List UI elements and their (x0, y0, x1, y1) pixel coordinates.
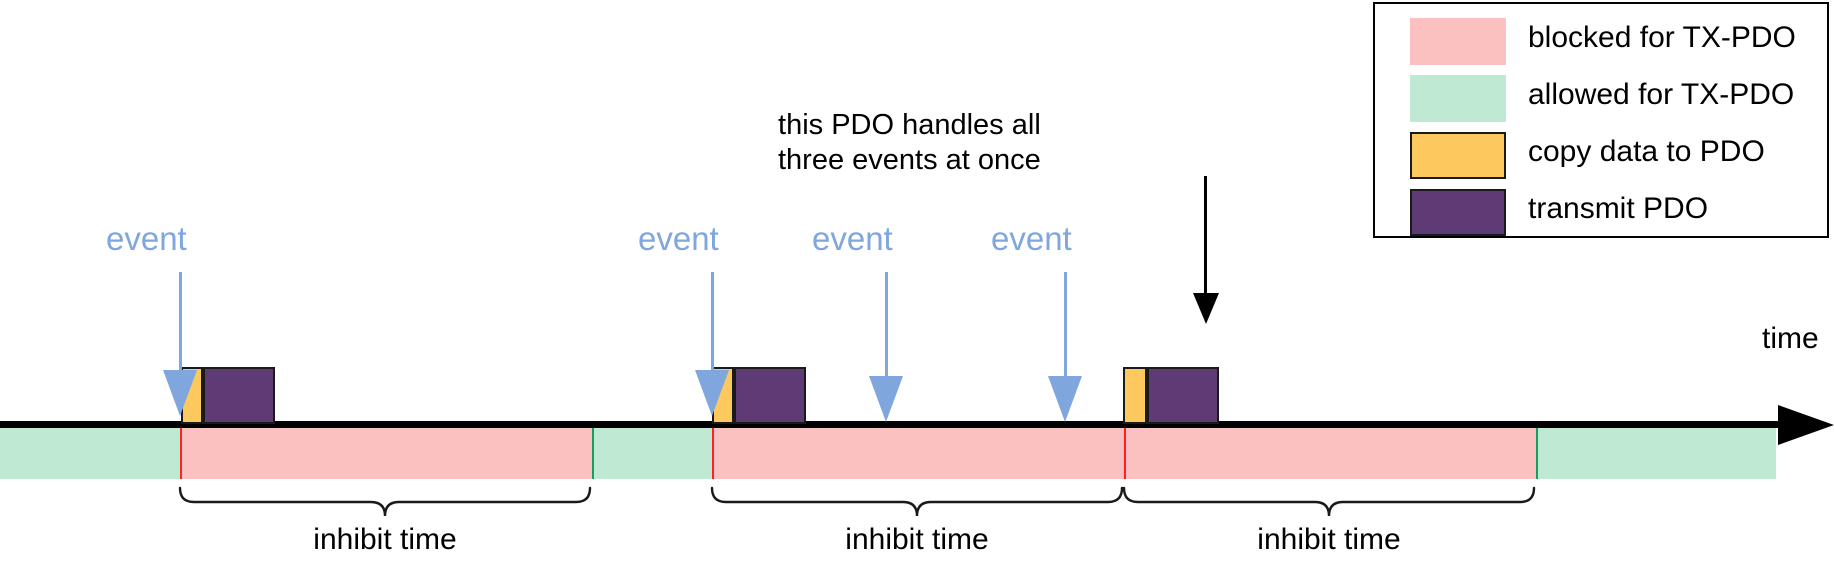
copy-data-block (1123, 367, 1147, 424)
event-arrowhead-icon (695, 370, 729, 416)
event-leader-line (179, 272, 182, 372)
legend-item: transmit PDO (1375, 183, 1827, 236)
event-label: event (638, 220, 719, 257)
separator-line-red (180, 428, 182, 479)
annotation-line-1: this PDO handles all (778, 109, 1041, 141)
time-axis-arrowhead-icon (1778, 405, 1834, 445)
time-axis-label: time (1762, 322, 1819, 355)
event-leader-line (885, 272, 888, 376)
annotation-text: this PDO handles all three events at onc… (778, 108, 1041, 178)
inhibit-time-label: inhibit time (1257, 523, 1401, 556)
event-arrowhead-icon (869, 376, 903, 422)
inhibit-time-brace (1122, 486, 1536, 518)
separator-line-green (592, 428, 594, 479)
inhibit-time-brace (710, 486, 1124, 518)
legend-item: allowed for TX-PDO (1375, 69, 1827, 122)
inhibit-time-label: inhibit time (313, 523, 457, 556)
legend-item-label: allowed for TX-PDO (1528, 78, 1795, 111)
annotation-line-2: three events at once (778, 144, 1041, 176)
inhibit-time-brace (178, 486, 592, 518)
separator-line-red (712, 428, 714, 479)
separator-line-red (1124, 428, 1126, 479)
event-arrowhead-icon (163, 370, 197, 416)
event-label: event (106, 220, 187, 257)
blocked-swatch (1410, 18, 1506, 65)
annotation-arrowhead-icon (1193, 293, 1219, 324)
time-axis-line (0, 421, 1790, 428)
event-leader-line (1064, 272, 1067, 376)
band-segment-allowed (1536, 428, 1776, 479)
transmit-swatch (1410, 189, 1506, 236)
separator-line-green (1536, 428, 1538, 479)
annotation-leader-line (1204, 176, 1207, 298)
band-segment-allowed (0, 428, 180, 479)
allowed-swatch (1410, 75, 1506, 122)
event-arrowhead-icon (1048, 376, 1082, 422)
event-label: event (812, 220, 893, 257)
transmit-pdo-block (203, 367, 275, 424)
event-leader-line (711, 272, 714, 372)
copy-swatch (1410, 132, 1506, 179)
legend-item: copy data to PDO (1375, 126, 1827, 179)
legend-item-label: blocked for TX-PDO (1528, 21, 1796, 54)
inhibit-time-label: inhibit time (845, 523, 989, 556)
legend-box: blocked for TX-PDO allowed for TX-PDO copy… (1373, 2, 1829, 238)
transmit-pdo-block (734, 367, 806, 424)
band-segment-blocked (180, 428, 592, 479)
event-label: event (991, 220, 1072, 257)
legend-item-label: copy data to PDO (1528, 135, 1765, 168)
transmit-pdo-block (1147, 367, 1219, 424)
legend-item: blocked for TX-PDO (1375, 12, 1827, 65)
legend-item-label: transmit PDO (1528, 192, 1709, 225)
band-segment-allowed (592, 428, 712, 479)
